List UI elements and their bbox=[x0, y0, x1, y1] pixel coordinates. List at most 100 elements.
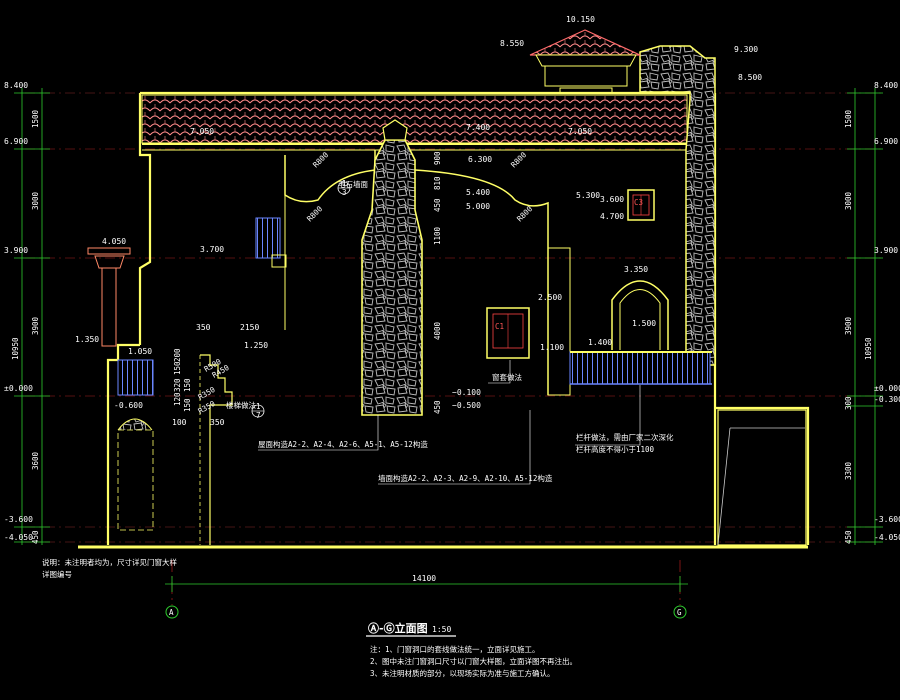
dim-label: 320 bbox=[173, 378, 182, 392]
level-label: −0.100 bbox=[452, 388, 481, 397]
dim-label: 3300 bbox=[844, 461, 853, 480]
title-main: Ⓐ-Ⓖ立面图 bbox=[368, 621, 428, 635]
left-level-labels: 8.400 6.900 3.900 ±0.000 -3.600 -4.050 bbox=[4, 81, 33, 542]
left-dimension-labels: 1500 3000 3900 10950 3600 450 bbox=[11, 109, 40, 544]
level-label: 1.500 bbox=[632, 319, 656, 328]
level-label: 2.500 bbox=[538, 293, 562, 302]
callout-text: 毛石墙面 bbox=[338, 179, 368, 189]
level-label: 1.250 bbox=[244, 341, 268, 350]
level-label: 1.100 bbox=[540, 343, 564, 352]
note-line: 注：1、门窗洞口的套线做法统一，立面详见施工。 bbox=[370, 644, 540, 654]
section-markers: 1 3 1 7 bbox=[251, 179, 351, 420]
level-label: 10.150 bbox=[566, 15, 595, 24]
wall-level-labels: 6.300 5.400 5.000 5.300 3.600 4.700 2.50… bbox=[452, 155, 656, 410]
left-dimension-chain bbox=[14, 88, 50, 545]
level-label: 4.050 bbox=[102, 237, 126, 246]
dim-label: 4000 bbox=[433, 321, 442, 340]
dim-label: 3600 bbox=[31, 451, 40, 470]
level-label: -0.300 bbox=[874, 395, 900, 404]
dim-label: 450 bbox=[31, 530, 40, 544]
dim-label: 810 bbox=[433, 176, 442, 190]
level-label: 1.050 bbox=[128, 347, 152, 356]
level-label: 3.600 bbox=[600, 195, 624, 204]
dim-label: 3000 bbox=[844, 191, 853, 210]
dim-label: R800 bbox=[305, 204, 324, 223]
left-annotation-labels: 4.050 3.700 350 2150 1.250 1.350 1.050 -… bbox=[75, 237, 268, 427]
pergola-column bbox=[87, 247, 131, 347]
central-chimney bbox=[361, 139, 423, 416]
callout-notes: 屋面构造A2-2、A2-4、A2-6、A5-1、A5-12构造 墙面构造A2-2… bbox=[226, 179, 674, 483]
level-label: 3.900 bbox=[4, 246, 28, 255]
right-dimension-chain bbox=[847, 88, 883, 545]
dim-label: 120 bbox=[173, 392, 182, 406]
note-line: 2、图中未注门窗洞口尺寸以门窗大样图，立面详图不再注出。 bbox=[370, 656, 577, 666]
dim-label: 200 bbox=[173, 348, 182, 362]
louver-window bbox=[255, 217, 287, 268]
level-label: 7.050 bbox=[568, 127, 592, 136]
level-label: -4.050 bbox=[874, 533, 900, 542]
level-label: 3.900 bbox=[874, 246, 898, 255]
callout-text: 栏杆高度不得小于1100 bbox=[576, 444, 655, 454]
level-label: 7.050 bbox=[190, 127, 214, 136]
level-label: 5.300 bbox=[576, 191, 600, 200]
window-upper-right bbox=[627, 189, 655, 221]
level-label: 6.300 bbox=[468, 155, 492, 164]
level-label: -4.050 bbox=[4, 533, 33, 542]
dim-label: 450 bbox=[433, 400, 442, 414]
level-label: -3.600 bbox=[4, 515, 33, 524]
dim-label: 900 bbox=[433, 151, 442, 165]
dim-label: 1100 bbox=[433, 226, 442, 245]
dim-label: 10950 bbox=[11, 337, 20, 360]
section-mark: 1 bbox=[256, 402, 261, 411]
level-label: 8.550 bbox=[500, 39, 524, 48]
note-line: 详图编号 bbox=[42, 569, 72, 579]
dim-label: 150 bbox=[183, 398, 192, 412]
retaining-wall bbox=[717, 409, 807, 546]
left-door bbox=[117, 359, 154, 531]
dim-label: 100 bbox=[172, 418, 187, 427]
dim-label: 10950 bbox=[864, 337, 873, 360]
general-notes: 注：1、门窗洞口的套线做法统一，立面详见施工。 2、图中未注门窗洞口尺寸以门窗大… bbox=[370, 644, 577, 678]
dim-label: 350 bbox=[210, 418, 225, 427]
balcony-railing bbox=[569, 351, 712, 385]
dim-label: 3900 bbox=[844, 316, 853, 335]
level-label: 9.300 bbox=[734, 45, 758, 54]
stair-profile bbox=[200, 354, 233, 545]
window-tags: C1 C3 bbox=[495, 198, 643, 331]
level-label: -0.600 bbox=[114, 401, 143, 410]
left-note: 说明：未注明者均为，尺寸详见门窗大样 详图编号 bbox=[42, 557, 177, 579]
level-label: 3.350 bbox=[624, 265, 648, 274]
bottom-dimension bbox=[165, 576, 688, 592]
dim-label: R800 bbox=[515, 204, 534, 223]
dim-label: 150 bbox=[173, 361, 182, 375]
level-label: ±0.000 bbox=[4, 384, 33, 393]
level-label: 8.400 bbox=[4, 81, 28, 90]
level-label: -3.600 bbox=[874, 515, 900, 524]
arched-opening bbox=[284, 150, 549, 395]
leader-lines bbox=[258, 360, 641, 485]
dim-label: 3900 bbox=[31, 316, 40, 335]
section-mark: 1 bbox=[342, 179, 347, 188]
roof-gable bbox=[529, 29, 641, 94]
level-label: 6.900 bbox=[874, 137, 898, 146]
dim-label: 450 bbox=[433, 198, 442, 212]
level-label: 7.400 bbox=[466, 123, 490, 132]
callout-text: 栏杆做法，需由厂家二次深化 bbox=[576, 432, 674, 442]
dim-label: R800 bbox=[311, 150, 330, 169]
dim-label: 450 bbox=[844, 530, 853, 544]
level-label: 5.400 bbox=[466, 188, 490, 197]
dim-label: 350 bbox=[196, 323, 211, 332]
dim-label: 3000 bbox=[31, 191, 40, 210]
level-label: 5.000 bbox=[466, 202, 490, 211]
level-label: 6.900 bbox=[4, 137, 28, 146]
window-c1 bbox=[486, 307, 530, 359]
level-label: −0.500 bbox=[452, 401, 481, 410]
title-scale: 1:50 bbox=[432, 625, 451, 634]
top-level-labels: 10.150 8.550 9.300 8.500 bbox=[500, 15, 762, 82]
axis-label: G bbox=[677, 608, 682, 617]
dim-label: 150 bbox=[183, 378, 192, 392]
dim-label: 2150 bbox=[240, 323, 259, 332]
chimney-cap bbox=[382, 119, 408, 141]
dim-label: R350 bbox=[197, 385, 218, 402]
